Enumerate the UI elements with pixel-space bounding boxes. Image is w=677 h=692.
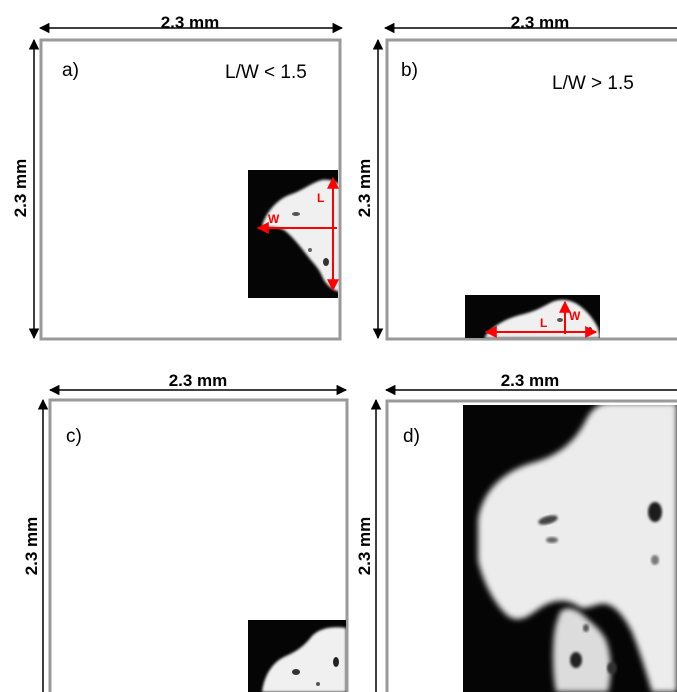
panel-d: 2.3 mm 2.3 mm d) (355, 371, 677, 692)
length-marker-label: L (317, 191, 324, 205)
panel-b: 2.3 mm 2.3 mm b) L/W > 1.5 L W (355, 13, 677, 341)
panel-c: 2.3 mm 2.3 mm c) (22, 371, 349, 692)
height-dimension-label: 2.3 mm (355, 517, 374, 576)
height-dimension-label: 2.3 mm (355, 159, 374, 218)
width-dimension-label: 2.3 mm (161, 13, 220, 32)
width-dimension-label: 2.3 mm (511, 13, 570, 32)
ratio-text: L/W > 1.5 (552, 73, 634, 94)
width-marker-label: W (268, 212, 280, 226)
height-dimension-label: 2.3 mm (22, 517, 41, 576)
tissue-image (248, 620, 346, 692)
panel-label: c) (66, 426, 82, 447)
width-dimension-label: 2.3 mm (169, 371, 228, 390)
panel-a: 2.3 mm 2.3 mm a) L/W < 1.5 L W (11, 13, 344, 341)
ratio-text: L/W < 1.5 (225, 62, 307, 83)
tissue-image (248, 170, 338, 298)
panel-label: b) (401, 60, 418, 81)
panel-frame (385, 38, 677, 341)
width-dimension-label: 2.3 mm (501, 371, 560, 390)
height-dimension-label: 2.3 mm (11, 159, 30, 218)
panel-label: a) (62, 60, 79, 81)
tissue-image-magnified (463, 405, 677, 692)
panel-label: d) (403, 426, 420, 447)
width-marker-label: W (569, 309, 581, 323)
length-marker-label: L (540, 316, 547, 330)
